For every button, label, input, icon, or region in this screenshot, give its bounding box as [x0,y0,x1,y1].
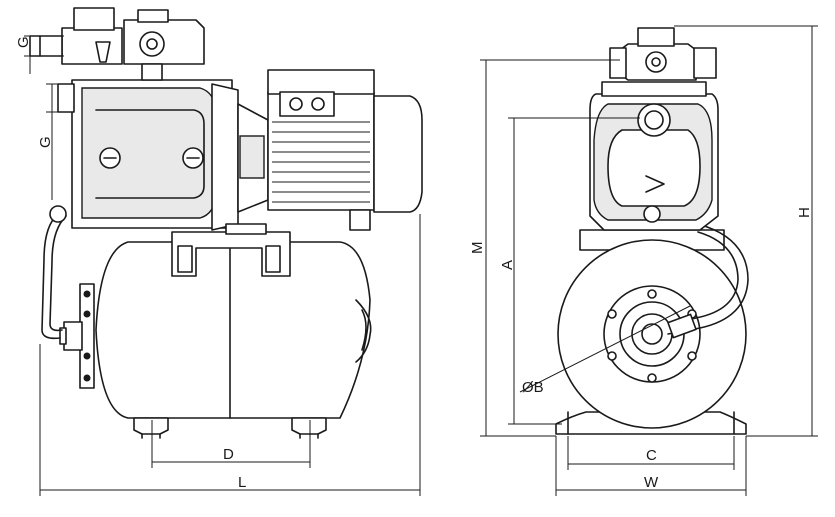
side-view: G G D L [15,7,423,496]
label-g-side: G [37,136,54,148]
label-a: A [499,260,516,270]
hose [41,205,67,340]
front-view-dimensions [480,25,818,496]
label-l: L [238,474,246,491]
front-pump [589,81,719,231]
label-c: C [646,447,657,464]
front-switch [609,27,717,81]
front-view: M A H ØB C W [469,25,818,496]
label-w: W [644,474,659,491]
label-g-top: G [15,36,32,48]
label-h: H [796,207,813,218]
pressure-switch-fitting [29,7,205,81]
pressure-tank [59,231,372,439]
motor [225,69,423,235]
pump-body [57,79,269,231]
label-b: ØB [522,379,544,396]
front-tank [557,229,747,429]
side-view-dimensions [24,35,421,496]
label-d: D [223,446,234,463]
label-m: M [469,242,486,255]
